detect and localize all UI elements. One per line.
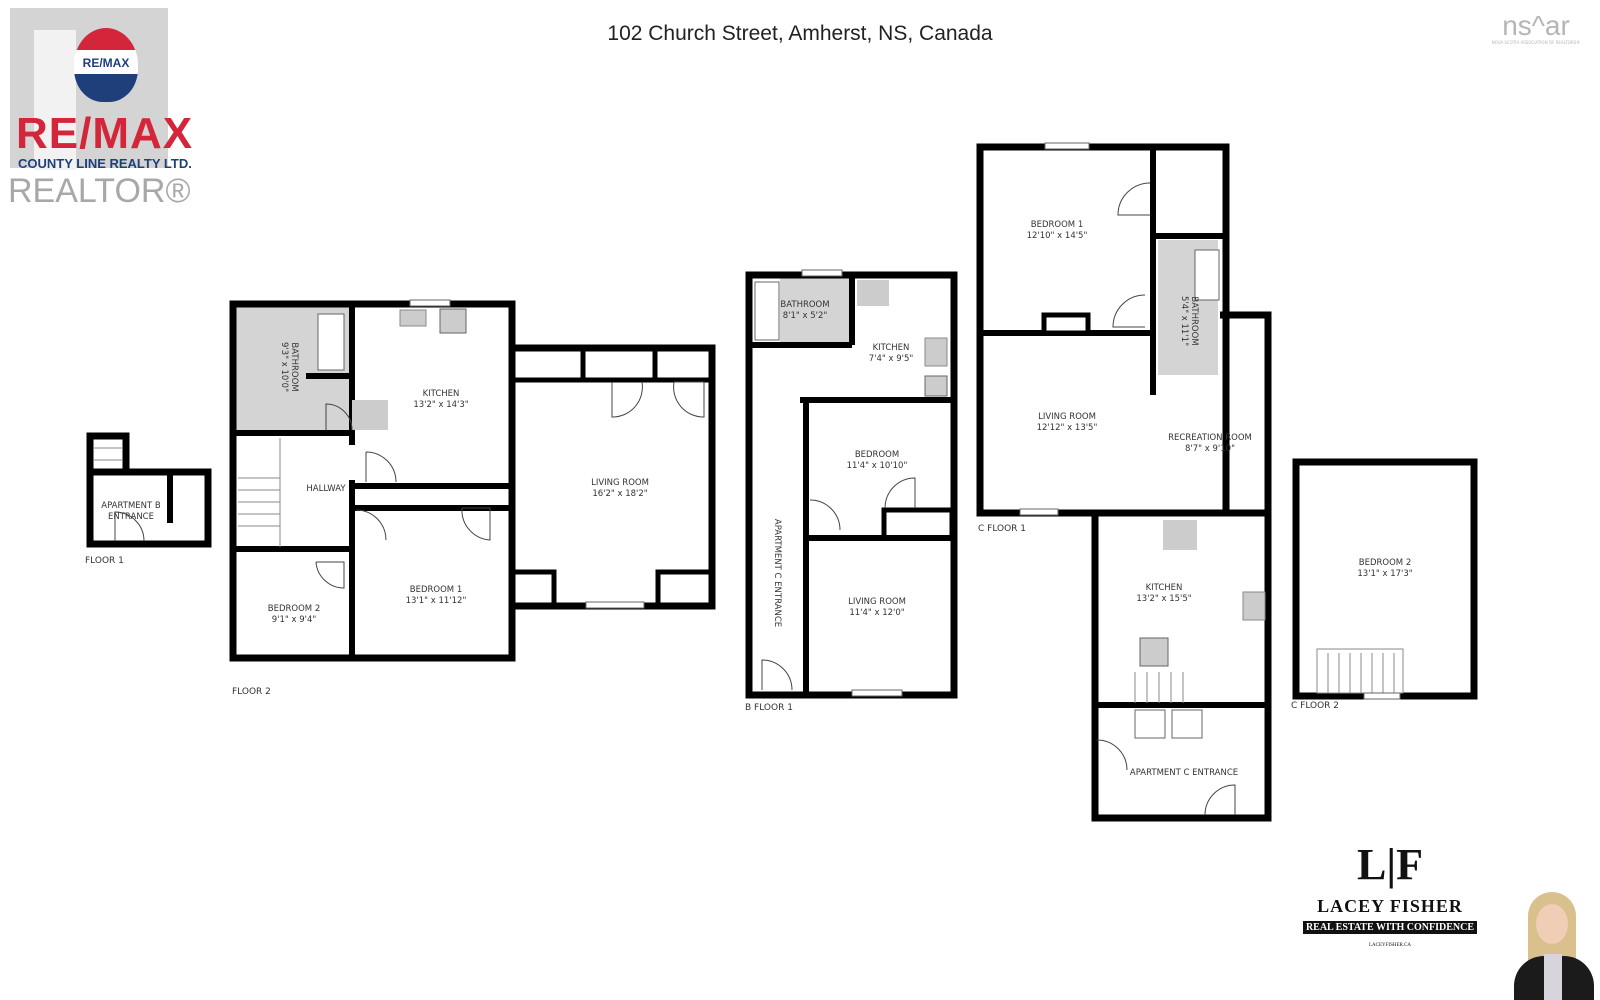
room-dims: 11'4" x 10'10": [847, 461, 908, 471]
c-floor-2-plan: BEDROOM 2 13'1" x 17'3" C FLOOR 2: [1291, 458, 1478, 711]
floor-label: B FLOOR 1: [745, 703, 793, 713]
room-dims: 9'3" x 10'0": [279, 342, 289, 392]
room-label: HALLWAY: [306, 484, 346, 494]
room-label: BEDROOM 1: [1031, 220, 1083, 230]
page-title: 102 Church Street, Amherst, NS, Canada: [607, 22, 993, 45]
floor-1-plan: APARTMENT B ENTRANCE FLOOR 1: [85, 432, 212, 566]
balloon-icon: [74, 28, 138, 102]
room-dims: 9'1" x 9'4": [272, 615, 317, 625]
floor-2-plan: BATHROOM 9'3" x 10'0" KITCHEN 13'2" x 14…: [229, 299, 716, 697]
room-label: ENTRANCE: [108, 512, 154, 522]
room-label: KITCHEN: [873, 343, 910, 353]
floor-label: C FLOOR 1: [978, 524, 1026, 534]
room-dims: 13'1" x 17'3": [1357, 569, 1412, 579]
c-floor-1-plan: BEDROOM 1 12'10" x 14'5" BATHROOM 5'4" x…: [976, 142, 1272, 822]
room-label: APARTMENT C ENTRANCE: [772, 519, 782, 627]
floor-label: C FLOOR 2: [1291, 701, 1339, 711]
room-label: BATHROOM: [289, 342, 299, 391]
agent-branding: L|F LACEY FISHER REAL ESTATE WITH CONFID…: [1300, 840, 1480, 948]
remax-wordmark: RE/MAX: [16, 109, 194, 158]
room-dims: 13'1" x 11'12": [406, 596, 467, 606]
room-dims: 11'4" x 12'0": [849, 608, 904, 618]
room-dims: 13'2" x 14'3": [413, 400, 468, 410]
remax-logo: RE/MAX RE/MAX COUNTY LINE REALTY LTD. RE…: [6, 8, 206, 213]
room-label: LIVING ROOM: [591, 478, 649, 488]
room-label: APARTMENT B: [101, 501, 161, 511]
room-dims: 5'4" x 11'1": [1179, 296, 1189, 346]
room-label: BEDROOM 2: [1359, 558, 1411, 568]
room-label: LIVING ROOM: [1038, 412, 1096, 422]
office-name: COUNTY LINE REALTY LTD.: [18, 156, 192, 171]
room-label: KITCHEN: [1146, 583, 1183, 593]
room-label: BATHROOM: [780, 300, 829, 310]
agent-photo: [1510, 890, 1600, 1000]
room-label: RECREATION ROOM: [1168, 433, 1252, 443]
agent-name: LACEY FISHER: [1317, 896, 1463, 916]
room-dims: 8'1" x 5'2": [783, 311, 828, 321]
floor-label: FLOOR 1: [85, 556, 124, 566]
b-floor-1-plan: BATHROOM 8'1" x 5'2" KITCHEN 7'4" x 9'5"…: [745, 269, 958, 713]
room-dims: 7'4" x 9'5": [869, 354, 914, 364]
room-dims: 12'10" x 14'5": [1027, 231, 1088, 241]
room-label: BEDROOM 2: [268, 604, 320, 614]
room-dims: 16'2" x 18'2": [592, 489, 647, 499]
room-label: BEDROOM: [855, 450, 899, 460]
agent-tagline: REAL ESTATE WITH CONFIDENCE: [1302, 921, 1478, 934]
realtor-mark: REALTOR®: [8, 172, 191, 210]
floor-label: FLOOR 2: [232, 687, 271, 697]
room-dims: 13'2" x 15'5": [1136, 594, 1191, 604]
room-dims: 8'7" x 9'10": [1185, 444, 1235, 454]
room-label: APARTMENT C ENTRANCE: [1130, 768, 1238, 778]
room-dims: 12'12" x 13'5": [1037, 423, 1098, 433]
room-label: LIVING ROOM: [848, 597, 906, 607]
nsar-logo: ns^ar NOVA SCOTIA ASSOCIATION OF REALTOR…: [1491, 10, 1581, 46]
room-label: BATHROOM: [1189, 296, 1199, 345]
agent-monogram: L|F: [1357, 840, 1423, 889]
room-label: KITCHEN: [423, 389, 460, 399]
room-label: BEDROOM 1: [410, 585, 462, 595]
agent-website: LACEYFISHER.CA: [1368, 943, 1412, 948]
